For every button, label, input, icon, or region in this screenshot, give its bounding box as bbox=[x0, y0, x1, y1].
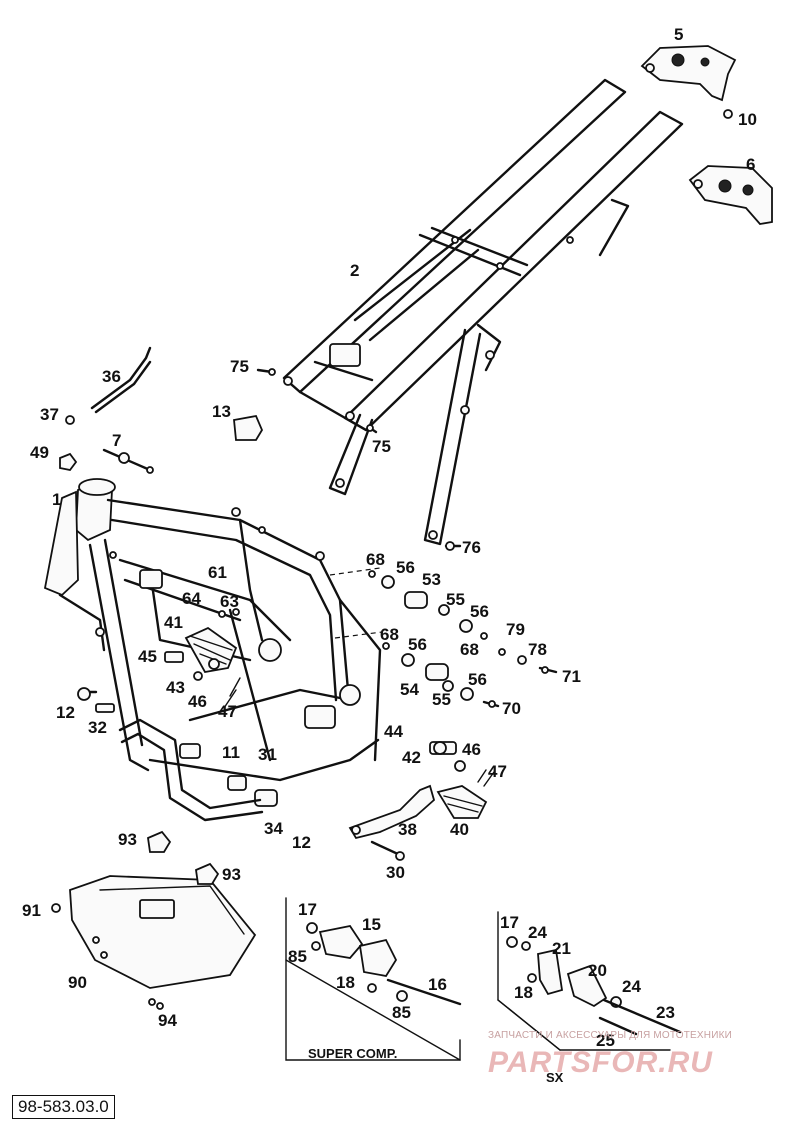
callout-46: 46 bbox=[188, 692, 207, 711]
callout-71: 71 bbox=[562, 667, 581, 686]
callout-61: 61 bbox=[208, 563, 227, 582]
callout-93: 93 bbox=[118, 830, 137, 849]
callout-labels: 5 10 6 2 36 75 37 13 75 7 49 1 76 68 56 … bbox=[22, 25, 757, 1085]
callout-70: 70 bbox=[502, 699, 521, 718]
callout-64: 64 bbox=[182, 589, 201, 608]
callout-16: 16 bbox=[428, 975, 447, 994]
engine-mount-parts bbox=[329, 567, 558, 708]
callout-68: 68 bbox=[366, 550, 385, 569]
callout-49: 49 bbox=[30, 443, 49, 462]
left-footpeg bbox=[164, 608, 241, 709]
callout-11: 11 bbox=[222, 743, 240, 762]
callout-23: 23 bbox=[656, 1003, 675, 1022]
callout-78: 78 bbox=[528, 640, 547, 659]
callout-17-b: 17 bbox=[500, 913, 519, 932]
callout-63: 63 bbox=[220, 592, 239, 611]
callout-56-c: 56 bbox=[408, 635, 427, 654]
callout-6: 6 bbox=[746, 155, 755, 174]
callout-5: 5 bbox=[674, 25, 683, 44]
callout-13: 13 bbox=[212, 402, 231, 421]
callout-24-b: 24 bbox=[622, 977, 641, 996]
callout-1: 1 bbox=[52, 490, 61, 509]
callout-85: 85 bbox=[288, 947, 307, 966]
callout-93-b: 93 bbox=[222, 865, 241, 884]
callout-34: 34 bbox=[264, 819, 283, 838]
callout-37: 37 bbox=[40, 405, 59, 424]
callout-94: 94 bbox=[158, 1011, 177, 1030]
callout-42: 42 bbox=[402, 748, 421, 767]
callout-18-b: 18 bbox=[514, 983, 533, 1002]
callout-31: 31 bbox=[258, 745, 277, 764]
callout-53: 53 bbox=[422, 570, 441, 589]
callout-90: 90 bbox=[68, 973, 87, 992]
callout-56: 56 bbox=[396, 558, 415, 577]
callout-2: 2 bbox=[350, 261, 359, 280]
callout-55: 55 bbox=[446, 590, 465, 609]
callout-68-b: 68 bbox=[380, 625, 399, 644]
crash-bar bbox=[118, 718, 264, 822]
callout-7: 7 bbox=[112, 431, 121, 450]
callout-12-b: 12 bbox=[292, 833, 311, 852]
super-comp-label: SUPER COMP. bbox=[308, 1046, 397, 1061]
watermark-caption: ЗАПЧАСТИ И АКСЕССУАРЫ ДЛЯ МОТОТЕХНИКИ bbox=[488, 1030, 733, 1041]
skid-plate bbox=[51, 830, 257, 1010]
main-frame bbox=[43, 478, 382, 807]
callout-55-b: 55 bbox=[432, 690, 451, 709]
callout-56-b: 56 bbox=[470, 602, 489, 621]
callout-20: 20 bbox=[588, 961, 607, 980]
watermark: ЗАПЧАСТИ И АКСЕССУАРЫ ДЛЯ МОТОТЕХНИКИ PA… bbox=[488, 1030, 788, 1092]
callout-76: 76 bbox=[462, 538, 481, 557]
callout-45: 45 bbox=[138, 647, 157, 666]
callout-46-b: 46 bbox=[462, 740, 481, 759]
watermark-logo: PARTSFOR.RU bbox=[488, 1046, 713, 1079]
callout-43: 43 bbox=[166, 678, 185, 697]
callout-75-lower: 75 bbox=[372, 437, 391, 456]
callout-91: 91 bbox=[22, 901, 41, 920]
callout-21: 21 bbox=[552, 939, 571, 958]
callout-25: 25 bbox=[596, 1031, 615, 1050]
brake-pedal-assembly bbox=[348, 741, 495, 861]
callout-30: 30 bbox=[386, 863, 405, 882]
callout-15: 15 bbox=[362, 915, 381, 934]
sx-group bbox=[497, 911, 682, 1051]
small-parts bbox=[59, 346, 462, 713]
callout-79: 79 bbox=[506, 620, 525, 639]
bracket-6 bbox=[688, 165, 773, 225]
callout-85-b: 85 bbox=[392, 1003, 411, 1022]
callout-75: 75 bbox=[230, 357, 249, 376]
callout-56-d: 56 bbox=[468, 670, 487, 689]
callout-38: 38 bbox=[398, 820, 417, 839]
callout-10: 10 bbox=[738, 110, 757, 129]
callout-24: 24 bbox=[528, 923, 547, 942]
callout-47: 47 bbox=[218, 702, 237, 721]
super-comp-group bbox=[285, 897, 462, 1061]
callout-44: 44 bbox=[384, 722, 403, 741]
callout-36: 36 bbox=[102, 367, 121, 386]
drawing-code: 98-583.03.0 bbox=[12, 1095, 115, 1119]
sx-label: SX bbox=[546, 1070, 564, 1085]
callout-40: 40 bbox=[450, 820, 469, 839]
callout-18: 18 bbox=[336, 973, 355, 992]
rear-subframe bbox=[282, 78, 684, 546]
callout-68-c: 68 bbox=[460, 640, 479, 659]
callout-47-b: 47 bbox=[488, 762, 507, 781]
callout-12: 12 bbox=[56, 703, 75, 722]
callout-17: 17 bbox=[298, 900, 317, 919]
callout-41: 41 bbox=[164, 613, 183, 632]
callout-54: 54 bbox=[400, 680, 419, 699]
bracket-5 bbox=[640, 45, 737, 119]
callout-32: 32 bbox=[88, 718, 107, 737]
